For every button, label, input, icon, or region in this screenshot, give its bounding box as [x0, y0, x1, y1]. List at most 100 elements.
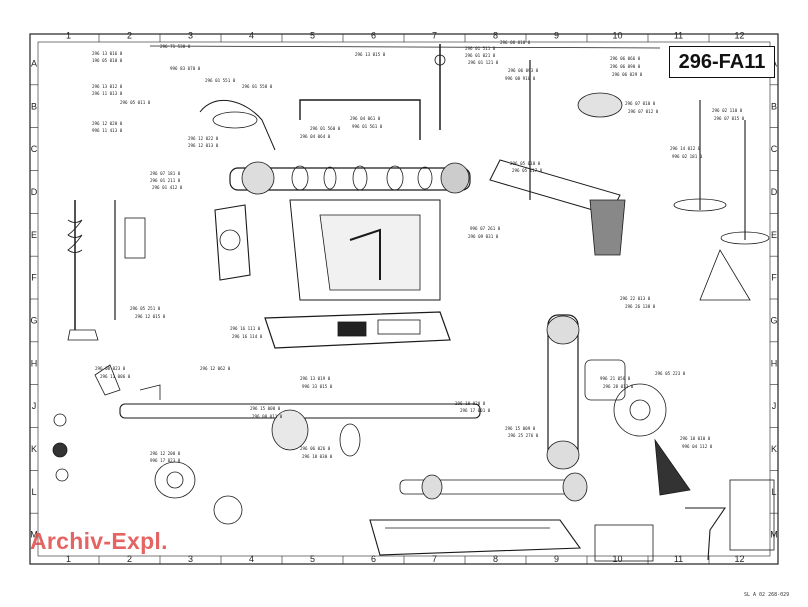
instruction-manual	[729, 479, 775, 551]
bobbin-case	[154, 461, 196, 499]
bottom-hub-b	[562, 472, 588, 502]
row-label-M-left: M	[30, 530, 38, 540]
bed-plate-lever	[349, 228, 381, 280]
gear-a	[291, 165, 309, 191]
handwheel	[613, 383, 667, 437]
slide-plate	[377, 319, 421, 335]
upper-lever	[199, 99, 276, 151]
part-number-label: 296 12 208 0	[150, 451, 181, 456]
part-number-label: 296 16 111 0	[230, 326, 261, 331]
archive-watermark: Archiv-Expl.	[30, 528, 168, 554]
part-number-label: 996 21 050 0	[600, 376, 631, 381]
handwheel-hub	[440, 162, 470, 194]
part-number-label: 296 08 010 0	[500, 40, 531, 45]
column-label-10-top: 10	[612, 31, 622, 41]
part-number-label: 296 12 022 0	[188, 136, 219, 141]
part-number-label: 296 13 015 0	[355, 52, 386, 57]
column-label-3-bottom: 3	[188, 554, 193, 564]
row-label-J-right: J	[772, 401, 777, 411]
row-label-K-left: K	[31, 444, 37, 454]
part-number-label: 296 07 010 0	[625, 101, 656, 106]
foot-variant-a	[94, 364, 121, 396]
part-number-label: 296 15 008 0	[250, 406, 281, 411]
accessory-part-b	[55, 468, 69, 482]
row-label-F-right: F	[771, 273, 777, 283]
footer-reference: SL A 02 268-029	[744, 592, 790, 598]
part-number-label: 296 12 015 0	[135, 314, 166, 319]
stand-base	[699, 249, 751, 301]
hook-assembly	[213, 495, 243, 525]
row-label-J-left: J	[32, 401, 37, 411]
part-number-label: 296 18 030 0	[302, 454, 333, 459]
part-number-label: 296 05 117 0	[512, 168, 543, 173]
part-number-label: 296 01 412 0	[152, 185, 183, 190]
column-label-6-top: 6	[371, 31, 376, 41]
column-label-1-top: 1	[66, 31, 71, 41]
part-number-label: 296 01 511 0	[465, 46, 496, 51]
accessory-part-c	[53, 413, 67, 427]
thread-spool-plate	[673, 198, 727, 212]
part-number-label: 296 22 013 0	[620, 296, 651, 301]
column-label-10-bottom: 10	[612, 554, 622, 564]
part-number-label: 296 25 276 0	[508, 433, 539, 438]
row-label-F-left: F	[31, 273, 37, 283]
row-label-C-right: C	[771, 144, 778, 154]
part-number-label: 296 05 251 0	[130, 306, 161, 311]
part-number-label: 296 12 062 0	[200, 366, 231, 371]
part-number-label: 996 04 112 0	[682, 444, 713, 449]
part-number-label: 996 07 261 0	[470, 226, 501, 231]
belt-pulley-lower	[546, 440, 580, 470]
spindle-cap	[434, 54, 446, 66]
column-label-8-bottom: 8	[493, 554, 498, 564]
thread-spool-plate-2	[720, 231, 770, 245]
part-number-label: 296 12 020 0	[92, 121, 123, 126]
part-number-label: 296 09 031 0	[468, 234, 499, 239]
gear-d	[386, 165, 404, 191]
column-label-11-bottom: 11	[674, 554, 683, 564]
row-label-A-left: A	[31, 58, 37, 68]
column-label-9-bottom: 9	[554, 554, 559, 564]
motor-housing	[584, 359, 626, 401]
side-cover-knob	[219, 229, 241, 251]
accessory-part-a	[52, 442, 68, 458]
row-label-H-left: H	[31, 358, 38, 368]
part-number-label: 296 01 021 0	[465, 53, 496, 58]
part-number-label: 296 01 121 0	[468, 60, 499, 65]
part-number-label: 296 07 012 0	[628, 109, 659, 114]
part-number-label: 296 17 001 0	[460, 408, 491, 413]
feed-dog	[337, 321, 367, 337]
part-number-label: 296 06 066 0	[610, 56, 641, 61]
column-label-4-bottom: 4	[249, 554, 254, 564]
row-label-C-left: C	[31, 144, 38, 154]
top-thread-bar	[149, 45, 661, 49]
part-number-label: 296 06 029 0	[612, 72, 643, 77]
column-label-1-bottom: 1	[66, 554, 71, 564]
lower-gear	[339, 423, 361, 457]
presser-spring	[67, 219, 83, 253]
part-number-label: 296 05 018 0	[510, 161, 541, 166]
arm-casting	[289, 199, 441, 301]
row-label-D-left: D	[31, 187, 38, 197]
part-number-label: 296 01 560 0	[310, 126, 341, 131]
row-grid-labels: AABBCCDDEEFFGGHHJJKKLLMM	[30, 58, 778, 539]
gear-e	[417, 166, 433, 190]
column-label-12-bottom: 12	[734, 554, 744, 564]
column-label-2-bottom: 2	[127, 554, 132, 564]
part-number-label: 196 05 010 0	[92, 58, 123, 63]
part-number-label: 296 13 019 0	[300, 376, 331, 381]
column-label-7-bottom: 7	[432, 554, 437, 564]
row-label-D-right: D	[771, 187, 778, 197]
part-number-label: 296 08 011 0	[252, 414, 283, 419]
column-label-9-top: 9	[554, 31, 559, 41]
part-number-label: 296 05 223 0	[655, 371, 686, 376]
column-label-7-top: 7	[432, 31, 437, 41]
part-number-label: 296 11 013 0	[92, 91, 123, 96]
gear-c	[352, 165, 368, 191]
column-label-11-top: 11	[674, 31, 683, 41]
row-label-G-left: G	[30, 315, 37, 325]
hook-drive-gear	[271, 409, 309, 451]
part-number-label: 296 01 211 0	[150, 178, 181, 183]
